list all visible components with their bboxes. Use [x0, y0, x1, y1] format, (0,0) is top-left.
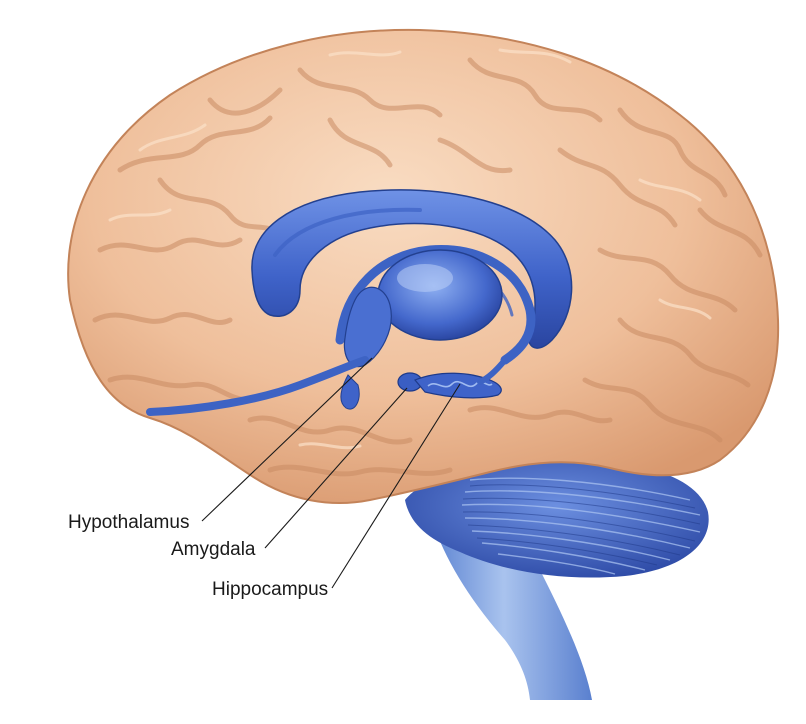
label-amygdala: Amygdala	[171, 539, 256, 560]
label-hippocampus: Hippocampus	[212, 579, 328, 600]
hypothalamus-leader	[201, 357, 373, 522]
hippocampus-leader	[331, 383, 461, 589]
label-hypothalamus: Hypothalamus	[68, 512, 189, 533]
olfactory-tract	[146, 356, 369, 416]
amygdala-leader	[264, 387, 408, 549]
thalamus	[377, 249, 503, 341]
limbic-system	[146, 189, 573, 416]
cerebellum	[405, 457, 709, 578]
